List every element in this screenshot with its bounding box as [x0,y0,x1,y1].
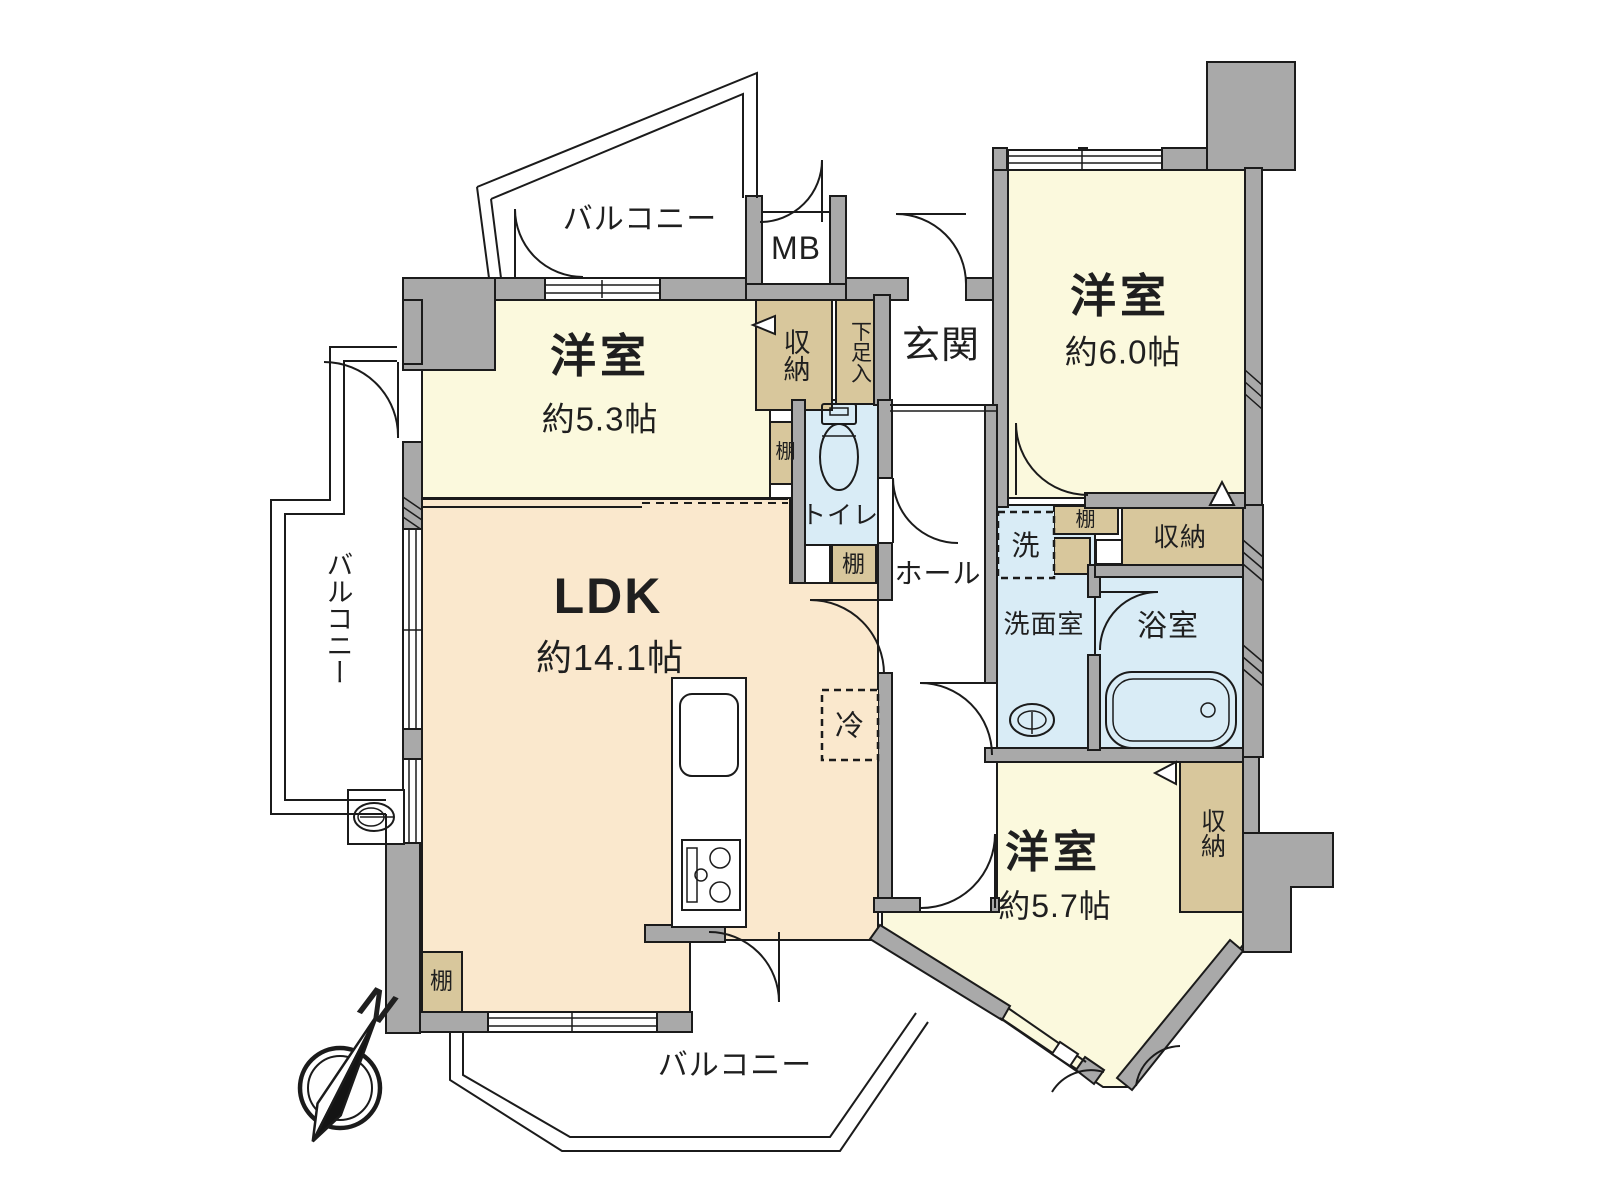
compass-outer-ring [297,1045,383,1131]
stove-burner-2 [709,881,731,903]
bathtub-drain [1200,702,1216,718]
doors [323,159,1181,1093]
hall-floor [892,405,985,898]
arrow-storage-east [1208,479,1236,506]
balcony-left-outer [270,346,397,815]
label-balcony-bottom: バルコニー [657,1049,813,1082]
door-washroom [919,682,993,756]
compass-needle-black [311,1013,379,1143]
stove-burner-3 [694,868,708,882]
balcony-bottom-inner [462,1012,917,1138]
shelf-toilet-bottom-box [831,544,877,584]
label-storage-east: 収納 [1152,522,1208,552]
label-bedroom-ne: 洋室 [1070,270,1170,322]
label-shelf-toilet-bottom: 棚 [842,550,866,577]
bathtub-inner [1112,678,1230,742]
bedroom-ne-floor [1007,167,1246,499]
label-storage-entrance: 収納 [779,328,810,382]
label-bedroom-nw-area: 約5.3帖 [541,400,659,438]
door-bathroom [1099,591,1159,651]
label-entrance: 玄関 [901,325,981,367]
label-bedroom-ne-area: 約6.0帖 [1064,333,1182,371]
label-shelf-ldk: 棚 [430,967,454,994]
door-se-terrace-left [1051,1069,1105,1093]
label-bathroom: 浴室 [1137,610,1199,643]
door-balcony-top [514,208,584,278]
label-shelf-washroom: 棚 [1075,509,1097,531]
balcony-outlines [270,71,929,1152]
label-storage-se: 収納 [1197,808,1226,858]
label-bedroom-se-area: 約5.7帖 [998,888,1112,924]
toilet-bottom-white-box [803,544,831,584]
window-se-post [1050,1040,1080,1068]
label-toilet: トイレ [800,501,880,530]
room-floors [421,167,1246,1088]
door-ldk-balcony [708,931,780,1003]
entrance-floor [890,295,993,405]
label-ldk-area: 約14.1帖 [535,637,685,678]
door-ldk [809,599,885,675]
label-hall: ホール [894,558,982,589]
wall-hatches [402,369,1264,687]
compass-needle [311,1013,379,1143]
label-balcony-left: バルコニー [322,550,353,686]
balcony-top-inner [490,92,744,200]
label-balcony-top: バルコニー [562,203,718,236]
label-bedroom-nw: 洋室 [550,330,650,382]
arrow-storage-se [1152,760,1177,786]
window-ne-top [1007,149,1163,171]
window-ldk-left-2 [402,758,423,844]
door-toilet [892,477,959,544]
label-ldk: LDK [553,568,663,624]
toilet-bowl [819,423,859,491]
washbasin [1009,703,1055,737]
label-washroom: 洗面室 [1003,609,1085,639]
balcony-bottom-outer [449,1021,929,1152]
balcony-top-outer [476,71,758,198]
door-mb [759,159,823,223]
stove-burner-1 [709,847,731,869]
label-shelf-toilet-side: 棚 [775,441,797,463]
compass-inner-ring [307,1055,373,1121]
door-bedroom-se [920,833,996,909]
storage-se-box [1179,759,1244,913]
kitchen-stove [681,839,741,911]
bathtub [1105,671,1237,749]
door-nw-balcony [323,361,400,439]
windows [402,149,1163,1073]
washer-space [996,510,1056,580]
label-meter-box: MB [771,230,821,266]
label-shoe-cabinet: 下足入 [848,320,872,384]
fridge-space [820,688,880,762]
washroom-small-tan-box [1053,537,1091,575]
kitchen-sink [679,693,739,777]
door-entrance [895,213,967,285]
window-ldk-left-1 [402,528,423,730]
arrow-storage-entrance [750,314,776,336]
label-fridge: 冷 [834,710,866,743]
toilet-flush [829,407,849,416]
compass [297,1013,383,1143]
meter-box [761,211,831,285]
closet-arrows [750,314,1236,786]
kitchen-counter [671,677,747,928]
door-se-terrace-right [1135,1045,1181,1087]
door-bedroom-ne [1015,422,1089,496]
shelf-ldk-box [421,951,463,1013]
label-washer: 洗 [1011,530,1041,561]
stove-grill [686,847,698,903]
label-bedroom-se: 洋室 [1005,828,1101,877]
compass-needle-white [311,1013,379,1143]
balcony-left-inner [284,360,397,801]
washroom-small-white-box [1095,539,1123,565]
fixtures [347,403,1237,928]
